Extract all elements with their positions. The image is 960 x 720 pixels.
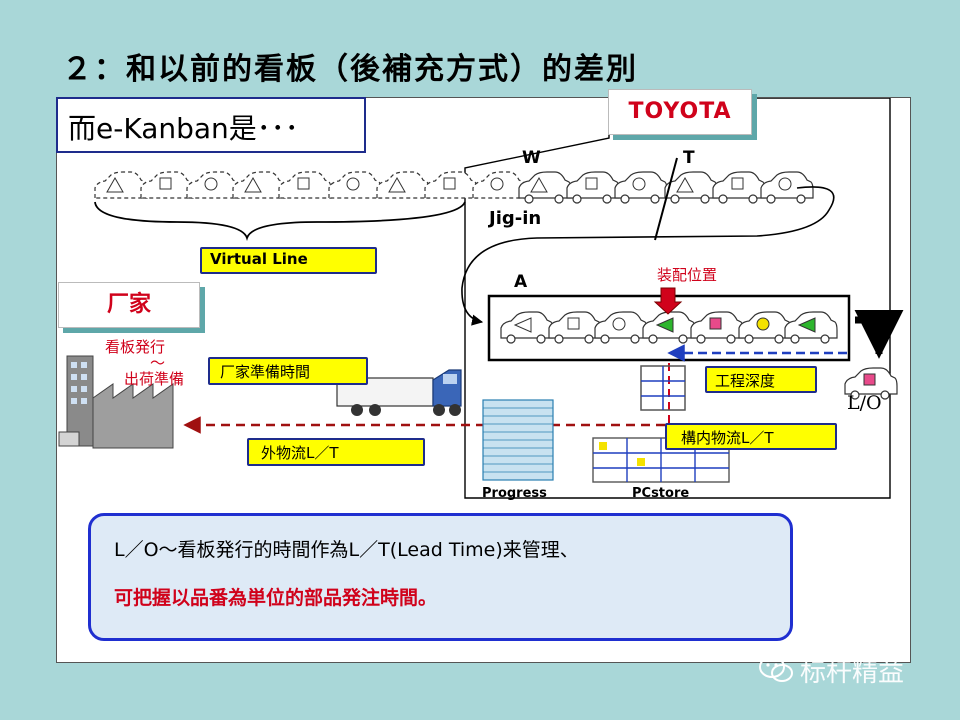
t-label: T bbox=[683, 148, 695, 168]
internal-lt-label: 構内物流L／T bbox=[665, 423, 837, 450]
kanban-issue-tilde: ～ bbox=[150, 354, 166, 372]
w-label: W bbox=[522, 148, 541, 168]
assembly-position-label: 装配位置 bbox=[657, 266, 718, 284]
maker-prep-time-label: 厂家準備時間 bbox=[208, 357, 368, 385]
external-lt-label: 外物流L／T bbox=[247, 438, 425, 466]
wt-line-cars bbox=[518, 171, 814, 204]
supplier-factory bbox=[58, 355, 174, 449]
pc-store-rack bbox=[592, 437, 730, 483]
virtual-line-brace bbox=[94, 201, 466, 241]
watermark-text: 标杆精益 bbox=[800, 658, 905, 688]
toyota-label: TOYOTA bbox=[608, 89, 752, 135]
assembly-position-arrow bbox=[653, 287, 683, 315]
diagram-canvas bbox=[58, 98, 904, 499]
process-depth-label: 工程深度 bbox=[705, 366, 817, 393]
a-label: A bbox=[514, 272, 528, 292]
kanban-issue-label: 看板発行 bbox=[105, 338, 166, 356]
shipping-prep-label: 出荷準備 bbox=[124, 370, 185, 388]
page-title: ２：和以前的看板（後補充方式）的差別 bbox=[62, 52, 638, 87]
note-box bbox=[88, 513, 793, 641]
pc-store-rack-top bbox=[640, 365, 686, 411]
progress-label: Progress bbox=[482, 486, 547, 501]
note-line-2: 可把握以品番為単位的部品発注時間。 bbox=[114, 587, 438, 609]
note-line-1: L／O～看板発行的時間作為L／T(Lead Time)来管理、 bbox=[114, 539, 579, 561]
lo-label: L/O bbox=[847, 392, 882, 414]
wechat-icon bbox=[759, 656, 793, 682]
pcstore-label: PCstore bbox=[632, 486, 690, 501]
assembly-line-cars bbox=[500, 311, 838, 344]
section-heading: 而e-Kanban是･･･ bbox=[56, 97, 366, 153]
virtual-line-cars bbox=[94, 171, 526, 199]
progress-board bbox=[482, 399, 554, 481]
virtual-line-label: Virtual Line bbox=[200, 247, 377, 274]
maker-label: 厂家 bbox=[58, 282, 200, 328]
jig-in-label: Jig-in bbox=[489, 208, 542, 229]
